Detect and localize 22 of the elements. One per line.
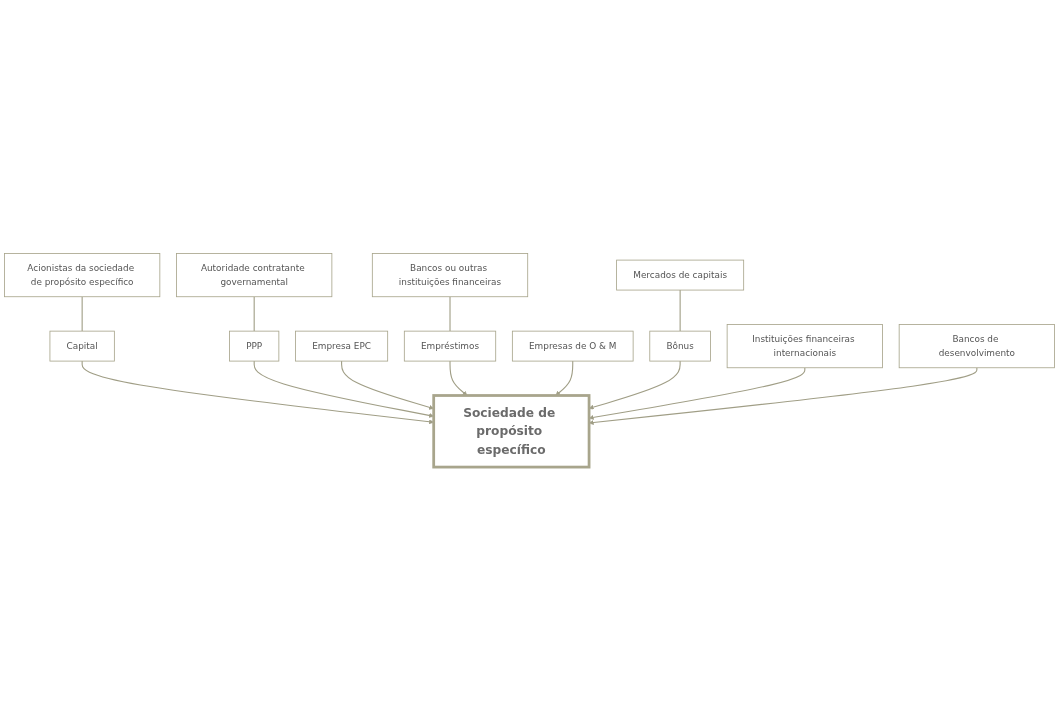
arrow [253,360,434,418]
connector [81,295,83,332]
node-box: PPP [229,330,280,362]
node-box: Empréstimos [403,330,497,362]
node-box: Acionistas da sociedade de propósito específico [4,252,161,297]
arrow [341,360,434,410]
arrow [449,360,468,396]
node-box: Bancos de desenvolvimento [898,323,1055,368]
node-box: Capital [49,330,115,362]
connector [253,295,255,332]
node-box: Mercados de capitais [616,259,745,291]
connector [449,295,451,332]
node-box: Bancos ou outras instituições financeiras [371,252,529,297]
connector [679,289,681,332]
arrow [81,360,434,424]
node-box: Empresas de O & M [511,330,634,362]
node-box: Instituições financeiras internacionais [726,323,883,368]
node-box: Bônus [649,330,711,362]
node-box: Autoridade contratante governamental [176,252,333,297]
node-box: Sociedade de propósito específico [432,393,591,469]
arrow [555,360,574,396]
node-box: Empresa EPC [295,330,389,362]
